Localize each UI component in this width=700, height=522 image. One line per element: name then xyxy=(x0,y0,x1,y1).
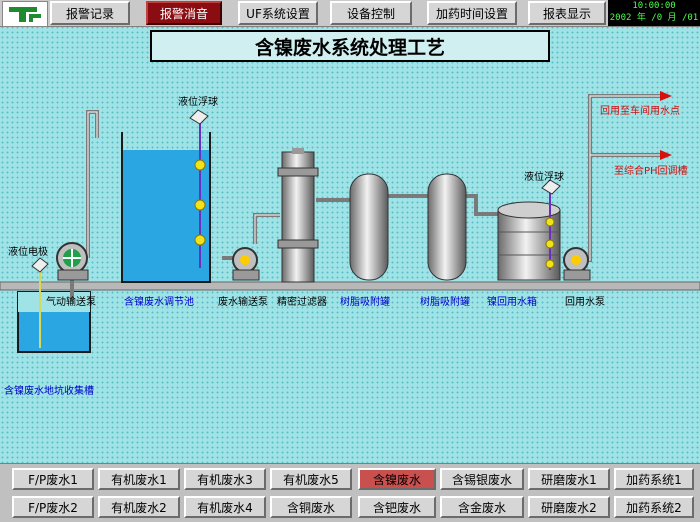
adjust-tank-water xyxy=(122,150,210,282)
float-switch-icon xyxy=(189,109,209,125)
nav-copper[interactable]: 含铜废水 xyxy=(270,496,352,518)
nav-organic-2[interactable]: 有机废水2 xyxy=(98,496,180,518)
alarm-record-button[interactable]: 报警记录 xyxy=(50,1,130,25)
label-adjust-tank: 含镍废水调节池 xyxy=(124,297,194,308)
floor-slab xyxy=(0,281,700,291)
nav-tin-silver[interactable]: 含锡银废水 xyxy=(440,468,524,490)
label-out1: 回用至车间用水点 xyxy=(600,106,680,117)
resin-tank-1 xyxy=(349,173,389,281)
float-ball-3 xyxy=(194,234,206,246)
arrow-out1 xyxy=(660,91,672,101)
resin-tank-2 xyxy=(427,173,467,281)
nav-palladium[interactable]: 含钯废水 xyxy=(358,496,436,518)
label-reuse-tank: 镍回用水箱 xyxy=(487,297,537,308)
page-title: 含镍废水系统处理工艺 xyxy=(150,30,550,62)
label-air-pump: 气动输送泵 xyxy=(46,297,96,308)
nav-grinding-1[interactable]: 研磨废水1 xyxy=(528,468,610,490)
float-ball-1 xyxy=(194,159,206,171)
dosing-time-button[interactable]: 加药时间设置 xyxy=(427,1,517,25)
uf-settings-button[interactable]: UF系统设置 xyxy=(238,1,318,25)
label-float-left: 液位浮球 xyxy=(178,97,218,108)
nav-nickel[interactable]: 含镍废水 xyxy=(358,468,436,490)
logo xyxy=(2,1,48,27)
nav-organic-5[interactable]: 有机废水5 xyxy=(270,468,352,490)
label-resin-1: 树脂吸附罐 xyxy=(340,297,390,308)
label-transfer-pump: 废水输送泵 xyxy=(218,297,268,308)
electrode-icon xyxy=(31,257,49,273)
nav-organic-1[interactable]: 有机废水1 xyxy=(98,468,180,490)
nav-dosing-2[interactable]: 加药系统2 xyxy=(614,496,694,518)
clock-display: 10:00:00 2002 年 /0 月 /01 xyxy=(608,0,700,26)
nav-organic-4[interactable]: 有机废水4 xyxy=(184,496,266,518)
clock-date: 2002 年 /0 月 /01 xyxy=(609,13,699,23)
nav-fp-2[interactable]: F/P废水2 xyxy=(12,496,94,518)
nav-dosing-1[interactable]: 加药系统1 xyxy=(614,468,694,490)
label-float-right: 液位浮球 xyxy=(524,172,564,183)
label-electrode: 液位电极 xyxy=(8,247,48,258)
clock-time: 10:00:00 xyxy=(632,1,676,11)
alarm-silence-button[interactable]: 报警消音 xyxy=(146,1,222,25)
adjust-tank xyxy=(121,132,211,283)
label-reuse-pump: 回用水泵 xyxy=(565,297,605,308)
device-control-button[interactable]: 设备控制 xyxy=(330,1,412,25)
float-switch-right-icon xyxy=(541,179,561,195)
logo-mark xyxy=(5,4,45,24)
nav-grinding-2[interactable]: 研磨废水2 xyxy=(528,496,610,518)
arrow-out2 xyxy=(660,150,672,160)
label-resin-2: 树脂吸附罐 xyxy=(420,297,470,308)
label-filter: 精密过滤器 xyxy=(277,297,327,308)
nav-gold[interactable]: 含金废水 xyxy=(440,496,524,518)
nav-organic-3[interactable]: 有机废水3 xyxy=(184,468,266,490)
nav-fp-1[interactable]: F/P废水1 xyxy=(12,468,94,490)
float-ball-2 xyxy=(194,199,206,211)
label-out2: 至综合PH回调槽 xyxy=(614,166,688,177)
report-display-button[interactable]: 报表显示 xyxy=(528,1,606,25)
label-pit: 含镍废水地坑收集槽 xyxy=(4,386,94,397)
